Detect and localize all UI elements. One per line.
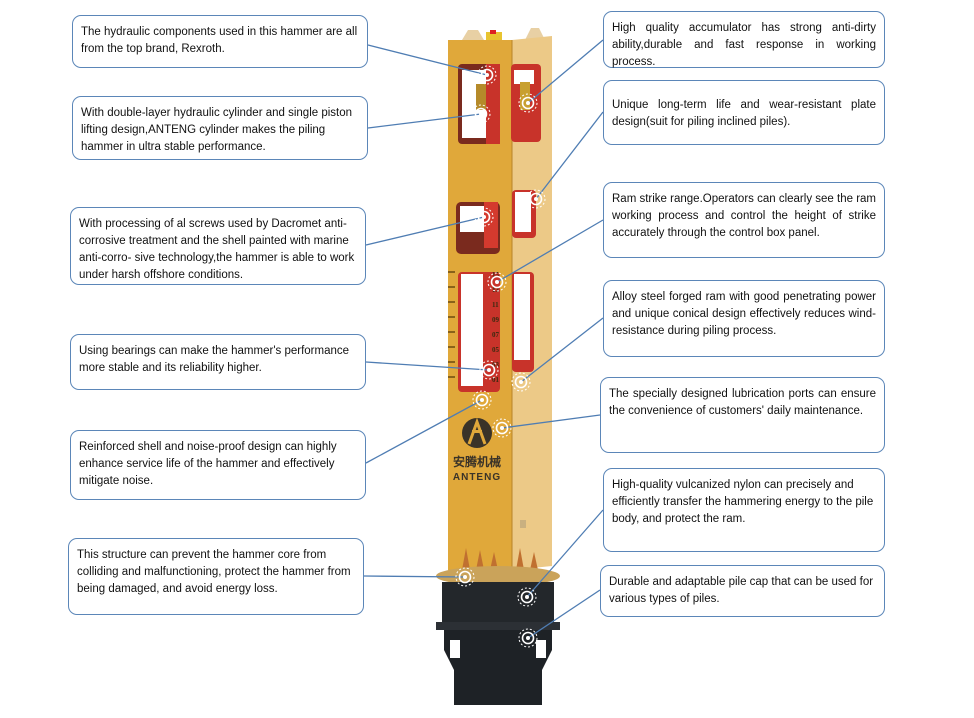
callout-text: High quality accumulator has strong anti…: [612, 22, 876, 68]
callout-left-2: With double-layer hydraulic cylinder and…: [72, 96, 368, 160]
marker-icon: [479, 360, 499, 380]
callout-right-4: Alloy steel forged ram with good penetra…: [603, 280, 885, 357]
scale-mark: 05: [492, 346, 500, 354]
callout-right-3: Ram strike range.Operators can clearly s…: [603, 182, 885, 258]
scale-mark: 01: [492, 376, 500, 384]
callout-left-5: Reinforced shell and noise-proof design …: [70, 430, 366, 500]
callout-text: Reinforced shell and noise-proof design …: [79, 441, 337, 487]
callout-markers: [455, 65, 546, 648]
leader-lines: [363, 39, 604, 639]
scale-mark: 11: [492, 301, 499, 309]
svg-text:安腾机械: 安腾机械: [453, 454, 501, 469]
marker-icon: [471, 104, 491, 124]
scale-mark: 03: [492, 361, 500, 369]
marker-icon: [455, 567, 475, 587]
callout-right-1: High quality accumulator has strong anti…: [603, 11, 885, 68]
marker-icon: [474, 207, 494, 227]
marker-icon: [477, 65, 497, 85]
callout-left-1: The hydraulic components used in this ha…: [72, 15, 368, 68]
anteng-logo: 安腾机械 ANTENG: [453, 417, 501, 483]
callout-text: Unique long-term life and wear-resistant…: [612, 99, 876, 128]
callout-right-6: High-quality vulcanized nylon can precis…: [603, 468, 885, 552]
scale-mark: 09: [492, 316, 500, 324]
callout-text: With processing of al screws used by Dac…: [79, 218, 355, 281]
callout-text: Using bearings can make the hammer's per…: [79, 345, 350, 374]
callout-text: With double-layer hydraulic cylinder and…: [81, 107, 353, 153]
marker-icon: [492, 418, 512, 438]
callout-left-3: With processing of al screws used by Dac…: [70, 207, 366, 285]
callout-text: Ram strike range.Operators can clearly s…: [612, 193, 876, 239]
scale-mark: 07: [492, 331, 500, 339]
callout-text: The specially designed lubrication ports…: [609, 388, 876, 417]
marker-icon: [518, 628, 538, 648]
marker-icon: [526, 189, 546, 209]
callout-right-5: The specially designed lubrication ports…: [600, 377, 885, 453]
marker-icon: [511, 372, 531, 392]
scale-mark: 15: [492, 271, 500, 279]
marker-icon: [518, 93, 538, 113]
svg-text:ANTENG: ANTENG: [453, 472, 501, 483]
scale-mark: 13: [492, 286, 500, 294]
callout-text: This structure can prevent the hammer co…: [77, 549, 351, 595]
marker-icon: [517, 587, 537, 607]
callout-text: Durable and adaptable pile cap that can …: [609, 576, 874, 605]
callout-text: High-quality vulcanized nylon can precis…: [612, 479, 874, 525]
callout-text: The hydraulic components used in this ha…: [81, 26, 358, 55]
callout-text: Alloy steel forged ram with good penetra…: [612, 291, 876, 337]
pile-cap: [442, 582, 554, 622]
callout-right-2: Unique long-term life and wear-resistant…: [603, 80, 885, 145]
marker-icon: [487, 272, 507, 292]
callout-left-6: This structure can prevent the hammer co…: [68, 538, 364, 615]
callout-left-4: Using bearings can make the hammer's per…: [70, 334, 366, 390]
callout-right-7: Durable and adaptable pile cap that can …: [600, 565, 885, 617]
marker-icon: [472, 390, 492, 410]
